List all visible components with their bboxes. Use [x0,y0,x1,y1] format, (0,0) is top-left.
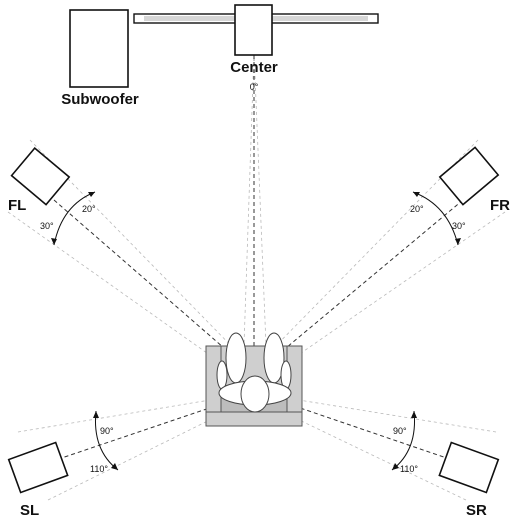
guide-lines [7,51,506,501]
front-right-arc-arrow-top [413,192,420,197]
front-left-arc-arrow-bottom [51,238,57,245]
front-right-inner-angle: 20° [410,204,424,214]
listener-left-arm [216,360,228,390]
listener-left-leg [225,332,247,384]
front-left-outer-angle: 30° [40,221,54,231]
surround-left-axis [37,396,243,467]
surround-left-label: SL [20,502,39,519]
surround-left-arc-arrow-top [93,411,99,418]
listener [216,332,292,413]
front-left-angle-arc [53,191,96,246]
front-right-angle-arc [412,191,459,246]
surround-left-outer-angle: 110° [90,464,108,474]
surround-right-inner-angle: 90° [393,426,407,436]
subwoofer-speaker [69,9,129,88]
listening-axes [37,55,471,467]
subwoofer-label: Subwoofer [61,91,139,108]
surround-right-label: SR [466,502,487,519]
front-right-speaker [438,146,500,206]
front-left-inner-angle: 20° [82,204,96,214]
surround-right-arc-arrow-top [411,411,417,418]
front-right-axis [261,199,464,369]
front-left-speaker [10,146,71,206]
center-speaker [234,4,273,56]
front-right-outer-angle: 30° [452,221,466,231]
front-right-arc-arrow-bottom [455,238,461,245]
front-left-label: FL [8,197,26,214]
center-angle-label: 0° [250,82,259,92]
center-label: Center [230,59,278,76]
surround-left-arc-arrow-bottom [111,463,118,470]
front-left-arc-arrow-top [88,192,95,197]
front-right-label: FR [490,197,510,214]
surround-right-outer-angle: 110° [400,464,418,474]
surround-left-inner-angle: 90° [100,426,114,436]
front-left-axis [53,199,248,369]
surround-left-speaker [7,441,69,494]
listener-head [240,375,270,413]
surround-right-speaker [438,441,500,494]
surround-right-arc-arrow-bottom [392,463,399,470]
